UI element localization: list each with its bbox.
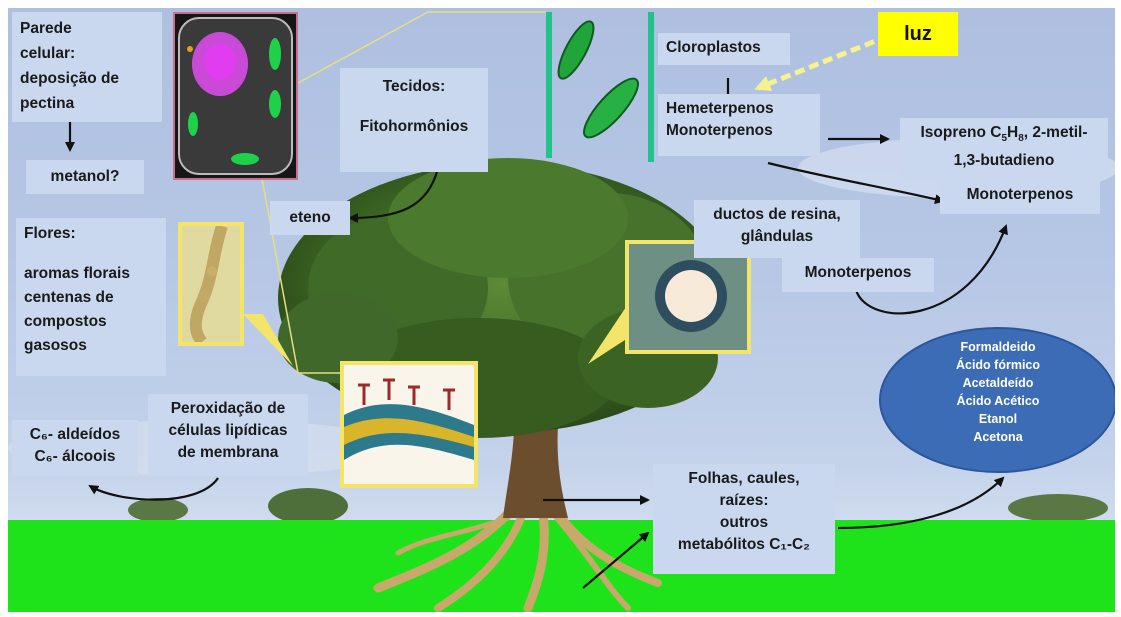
text-line: pectina (20, 91, 154, 116)
grass (8, 520, 1115, 612)
distant-tree (268, 488, 348, 524)
text-line: Folhas, caules, (661, 468, 827, 490)
list-item: Ácido Acético (880, 392, 1115, 410)
label-isopreno: Isopreno C5H8, 2-metil- 1,3-butadieno (900, 118, 1108, 178)
text: luz (904, 23, 932, 45)
text-line: C₆- aldeídos (20, 424, 130, 446)
label-eteno: eteno (270, 201, 350, 235)
chloroplast-illustration (546, 12, 654, 162)
pollen-drawing (182, 226, 240, 342)
isopreno-line: Isopreno C5H8, 2-metil- (908, 122, 1100, 150)
text-line: gasosos (24, 334, 158, 358)
distant-tree (1008, 494, 1108, 522)
distant-tree (128, 498, 188, 522)
label-c6: C₆- aldeídos C₆- álcoois (12, 420, 138, 476)
text-line: ductos de resina, (702, 204, 852, 226)
label-parede-celular: Parede celular: deposição de pectina (12, 12, 162, 122)
text-line: Hemeterpenos (666, 98, 812, 120)
text-line: metabólitos C₁-C₂ (661, 534, 827, 556)
pollen-micrograph (178, 222, 244, 346)
text-line: outros (661, 512, 827, 534)
label-ductos: ductos de resina, glândulas (694, 200, 860, 258)
label-tecidos: Tecidos: Fitohormônios (340, 68, 488, 172)
text: H (1007, 124, 1018, 141)
label-peroxidacao: Peroxidação de células lipídicas de memb… (148, 394, 308, 476)
text-line: raízes: (661, 490, 827, 512)
text-line: Tecidos: (348, 76, 480, 98)
list-item: Etanol (880, 410, 1115, 428)
list-item: Ácido fórmico (880, 356, 1115, 374)
text-line: celular: (20, 41, 154, 66)
resin-duct-drawing (629, 244, 747, 350)
text-line: de membrana (156, 442, 300, 464)
membrane-illustration (340, 361, 478, 488)
emissions-list: Formaldeido Ácido fórmico Acetaldeído Ác… (880, 338, 1115, 446)
label-hemeterpenos: Hemeterpenos Monoterpenos (658, 94, 820, 156)
text-line: Flores: (24, 222, 158, 246)
text-line: aromas florais (24, 262, 158, 286)
membrane-drawing (344, 365, 474, 484)
text: Isopreno C (920, 124, 1001, 141)
text-line: 1,3-butadieno (908, 150, 1100, 172)
label-metanol: metanol? (26, 160, 144, 194)
text-line (24, 246, 158, 262)
list-item: Acetona (880, 428, 1115, 446)
cell-micrograph (173, 12, 298, 180)
text: Cloroplastos (666, 39, 761, 56)
text-line: compostos (24, 310, 158, 334)
text-line: glândulas (702, 226, 852, 248)
text-line: Fitohormônios (348, 116, 480, 138)
text-line: deposição de (20, 66, 154, 91)
label-monoterpenos-c: Monoterpenos (782, 258, 934, 292)
text: , 2-metil- (1024, 124, 1088, 141)
list-item: Formaldeido (880, 338, 1115, 356)
label-folhas: Folhas, caules, raízes: outros metabólit… (653, 464, 835, 574)
text: metanol? (51, 168, 120, 185)
label-monoterpenos-b: Monoterpenos (940, 180, 1100, 214)
text-line: Peroxidação de (156, 398, 300, 420)
diagram-canvas: Parede celular: deposição de pectina met… (8, 8, 1115, 612)
text-line: C₆- álcoois (20, 446, 130, 468)
text: Monoterpenos (805, 264, 912, 281)
text-line: Monoterpenos (666, 120, 812, 142)
label-flores: Flores: aromas florais centenas de compo… (16, 218, 166, 376)
cell-drawing (175, 14, 296, 178)
label-cloroplastos: Cloroplastos (658, 33, 790, 65)
text-line: centenas de (24, 286, 158, 310)
text-line: Parede (20, 16, 154, 41)
list-item: Acetaldeído (880, 374, 1115, 392)
text: Monoterpenos (967, 186, 1074, 203)
text: eteno (289, 209, 330, 226)
text-line: células lipídicas (156, 420, 300, 442)
label-luz: luz (878, 12, 958, 56)
